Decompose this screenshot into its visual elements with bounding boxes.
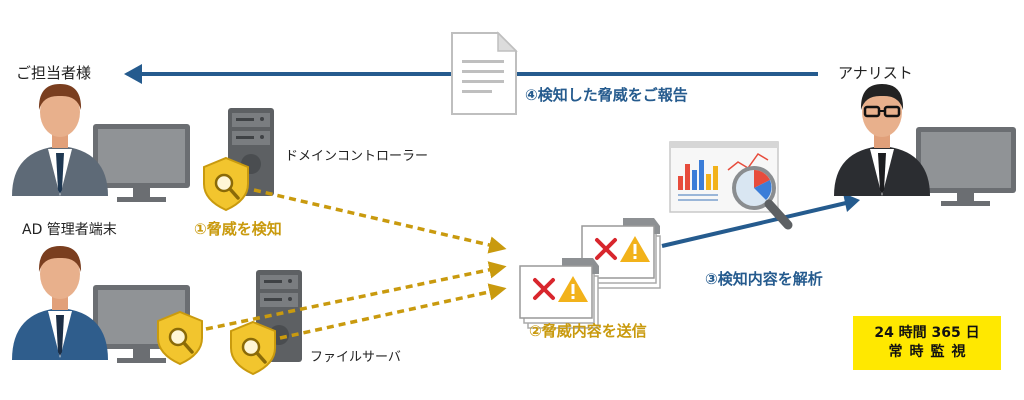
close-icon	[533, 278, 555, 300]
file-server-label: ファイルサーバ	[310, 350, 401, 365]
close-icon	[595, 238, 617, 260]
person-in-charge-label: ご担当者様	[16, 64, 92, 82]
step-analyze-label: ③検知内容を解析	[705, 270, 823, 288]
analyst-figure	[834, 84, 1016, 206]
warning-icon	[558, 276, 588, 302]
domain-controller-label: ドメインコントローラー	[285, 149, 429, 164]
send-arrows	[205, 188, 507, 340]
ad-terminal-label: AD 管理者端末	[22, 222, 117, 238]
alert-folder-front	[519, 258, 599, 329]
warning-icon	[620, 236, 650, 262]
shield-magnifier-icon	[157, 310, 203, 366]
magnifier-icon	[732, 166, 793, 230]
analyze-arrow	[661, 193, 860, 248]
analyst-label: アナリスト	[838, 64, 913, 82]
step-send-label: ②脅威内容を送信	[529, 322, 647, 340]
report-document-icon	[451, 31, 518, 115]
monitoring-badge-line2: 常時監視	[888, 344, 973, 360]
step-report-label: ④検知した脅威をご報告	[525, 86, 688, 104]
monitoring-badge-line1: 24 時間 365 日	[874, 325, 980, 341]
shield-magnifier-icon	[203, 156, 249, 212]
step-detect-label: ①脅威を検知	[194, 220, 282, 238]
person-in-charge-figure	[12, 84, 190, 202]
shield-magnifier-icon	[230, 320, 276, 376]
monitoring-badge: 24 時間 365 日 常時監視	[853, 316, 1001, 370]
